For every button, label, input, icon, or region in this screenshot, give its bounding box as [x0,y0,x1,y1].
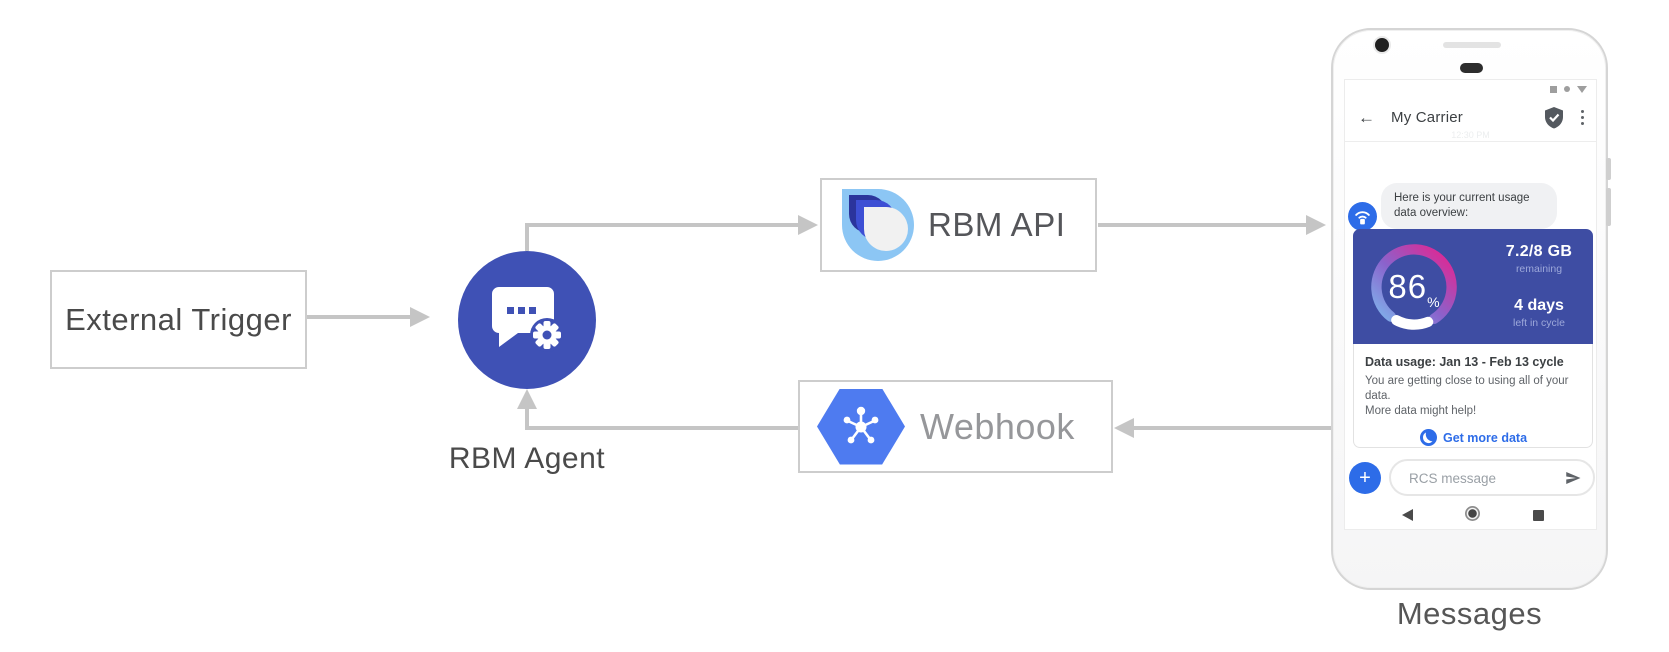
webhook-node: Webhook [798,380,1113,473]
usage-card-body-line2: More data might help! [1365,405,1477,417]
shield-check-icon [1544,106,1563,128]
usage-stats: 7.2/8 GB remaining 4 days left in cycle [1491,243,1587,329]
overflow-menu-icon[interactable] [1579,108,1587,128]
rbm-teardrop-logo-icon [842,189,914,261]
power-button [1606,158,1611,180]
days-sub: left in cycle [1513,317,1565,329]
message-input-pill[interactable] [1389,459,1595,496]
rbm-agent-node [458,251,596,389]
bubble-text-line1: Here is your current usage [1394,192,1530,204]
rcs-message-input[interactable] [1407,461,1561,496]
carrier-avatar [1348,202,1377,231]
usage-gauge: 86 % [1367,240,1461,334]
app-bar: ← My Carrier [1345,94,1596,142]
phone-mockup: ← My Carrier 12:30 PM [1331,28,1611,590]
nav-recents-icon[interactable] [1533,510,1544,521]
rbm-api-label: RBM API [928,206,1066,243]
arrowhead [517,389,537,409]
status-dot-icon [1564,86,1570,92]
status-triangle-icon [1577,85,1587,93]
compose-plus-button[interactable]: + [1349,462,1381,494]
get-more-data-label: Get more data [1442,430,1528,445]
broadcast-antenna-icon [1355,211,1370,225]
conversation-title: My Carrier [1391,109,1463,126]
logo-white-drop [864,207,908,251]
hub-spokes-icon [843,406,879,443]
status-square-icon [1550,85,1557,93]
chat-bubble-gear-icon [492,287,564,352]
gauge-value: 86 % [1367,240,1461,334]
back-arrow-icon[interactable]: ← [1358,108,1375,127]
phone-caption: Messages [1396,596,1543,631]
get-more-data-action[interactable]: Get more data [1365,429,1582,446]
send-plane-icon[interactable] [1564,469,1582,487]
webhook-label: Webhook [920,405,1075,447]
external-trigger-node: External Trigger [50,270,307,369]
arrowhead [798,215,818,235]
front-camera [1375,38,1389,52]
gauge-percent-sign: % [1427,294,1440,310]
speaker-slot [1443,42,1501,48]
gauge-ring [1371,244,1457,330]
earpiece [1460,63,1483,73]
usage-card-body-line1: You are getting close to using all of yo… [1365,375,1569,402]
gauge-percent: 86 [1388,268,1428,305]
arrowhead [1306,215,1326,235]
usage-overview-card: 86 % 7.2/8 GB remaining 4 days left in c… [1353,229,1593,344]
gcp-hexagon-hub-icon [817,388,905,465]
faint-timestamp: 12:30 PM [1451,130,1490,140]
usage-detail-card: Data usage: Jan 13 - Feb 13 cycle You ar… [1353,344,1593,448]
nav-back-icon[interactable] [1402,509,1413,521]
arrow-agent-to-api [525,223,798,251]
usage-card-body: You are getting close to using all of yo… [1365,374,1582,419]
globe-icon [1419,429,1437,446]
usage-card-title: Data usage: Jan 13 - Feb 13 cycle [1365,355,1564,369]
arrow-webhook-to-agent [525,407,798,430]
chat-bubble: Here is your current usage data overview… [1381,183,1557,229]
arrowhead [1114,418,1134,438]
status-bar [1550,84,1587,94]
bubble-text-line2: data overview: [1394,207,1469,219]
quota-value: 7.2/8 GB [1505,243,1573,260]
quota-sub: remaining [1515,263,1563,275]
android-navbar [1345,500,1596,529]
arrowhead [410,307,430,327]
nav-home-icon[interactable] [1465,506,1480,521]
external-trigger-label: External Trigger [65,301,292,337]
days-value: 4 days [1514,297,1564,314]
phone-screen: ← My Carrier 12:30 PM [1344,79,1597,530]
volume-button [1606,188,1611,226]
rbm-api-node: RBM API [820,178,1097,272]
rbm-agent-label: RBM Agent [448,442,606,475]
